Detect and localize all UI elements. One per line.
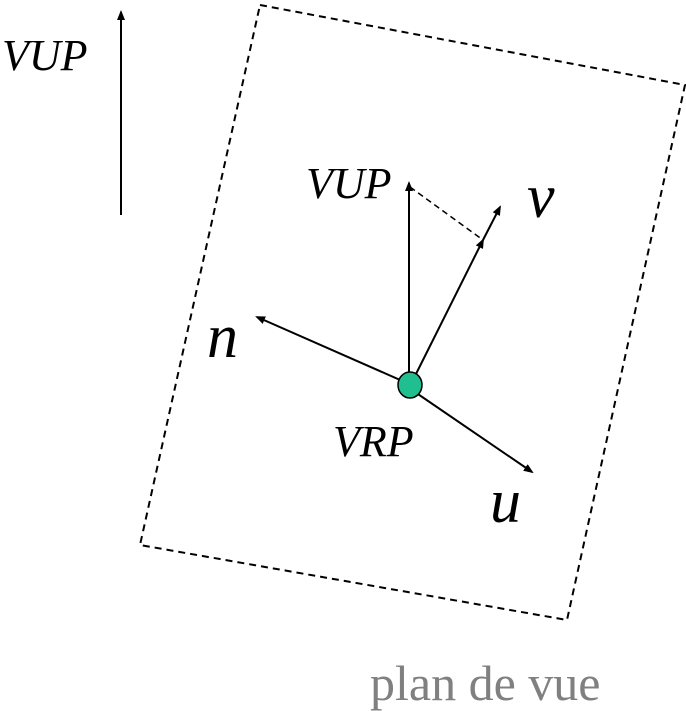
v-axis-label: v <box>527 163 555 231</box>
plane-vup-label: VUP <box>306 159 392 208</box>
vrp-label: VRP <box>333 417 414 466</box>
projection-dashed-line <box>409 186 484 241</box>
vrp-point <box>397 371 423 399</box>
v-axis-extension <box>482 205 501 241</box>
v-axis-arrow <box>412 238 484 381</box>
u-axis-label: u <box>490 468 521 536</box>
view-plane-caption: plan de vue <box>370 655 600 711</box>
n-axis-label: n <box>207 303 238 371</box>
u-axis-arrow <box>411 389 534 474</box>
view-plane-outline <box>138 3 686 622</box>
n-axis-arrow <box>255 316 408 384</box>
global-vup-label: VUP <box>2 31 88 80</box>
